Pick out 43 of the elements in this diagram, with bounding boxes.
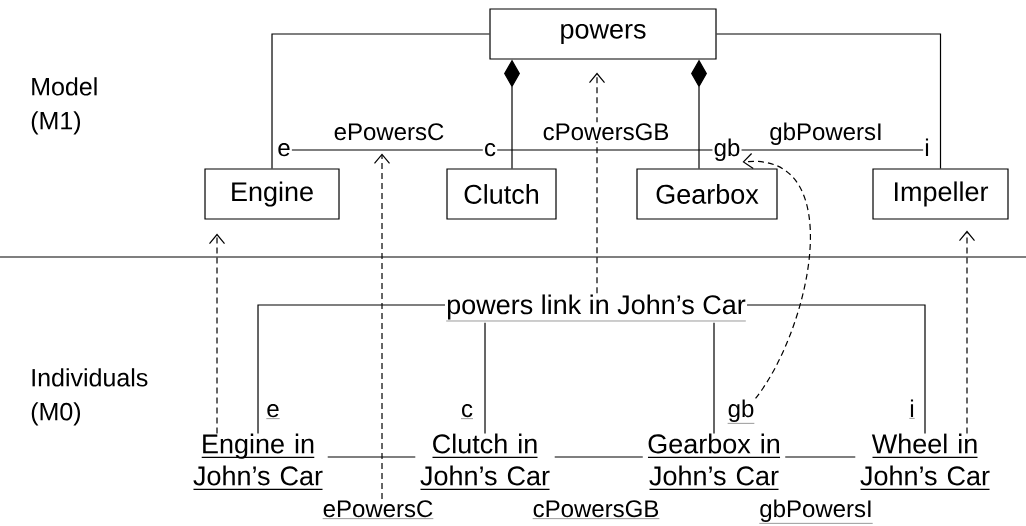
link-line [784, 456, 856, 458]
role-name: e [278, 143, 290, 157]
role-name: i [925, 138, 929, 156]
edge-label: cPowersGB [541, 122, 671, 142]
role-name: c [485, 143, 496, 157]
edge-label: ePowersC [334, 123, 444, 141]
level-label: Model (M1) [31, 77, 97, 135]
link-label: powers link in John’s Car [446, 294, 747, 322]
role-name: c [460, 404, 474, 419]
link-line [484, 322, 486, 435]
instance-label: Wheel in John’s Car [859, 433, 991, 490]
association-line [740, 149, 924, 151]
class-box: Impeller [872, 168, 1009, 220]
instance-of-arrow [588, 72, 606, 294]
edge-label: gbPowersI [758, 498, 874, 525]
instance-of-arrow [742, 152, 811, 399]
class-box: Clutch [446, 168, 557, 220]
instance-of-arrow [373, 153, 391, 500]
instance-of-arrow [208, 233, 226, 435]
instance-of-arrow [958, 230, 976, 435]
association-line [291, 149, 484, 151]
link-line [257, 304, 446, 435]
role-name: gb [714, 138, 740, 161]
role-name: i [909, 399, 915, 419]
instance-label: Clutch in John’s Car [419, 433, 551, 490]
link-line [746, 304, 926, 435]
instance-label: Engine in John’s Car [192, 433, 324, 490]
instance-label: Gearbox in John’s Car [647, 433, 781, 490]
level-label: Individuals (M0) [31, 368, 148, 426]
link-line [713, 322, 715, 435]
role-name: gb [727, 399, 755, 424]
edge-label: gbPowersI [768, 121, 884, 146]
class-box: Gearbox [636, 168, 778, 220]
class-box: Engine [204, 168, 340, 220]
association-line [496, 149, 714, 151]
association-line [271, 33, 490, 169]
edge-label: ePowersC [322, 500, 434, 519]
association-box: powers [489, 8, 717, 60]
link-line [554, 456, 644, 458]
link-line [327, 456, 416, 458]
edge-label: cPowersGB [531, 499, 661, 521]
role-name: e [266, 404, 280, 419]
association-line [716, 33, 942, 169]
